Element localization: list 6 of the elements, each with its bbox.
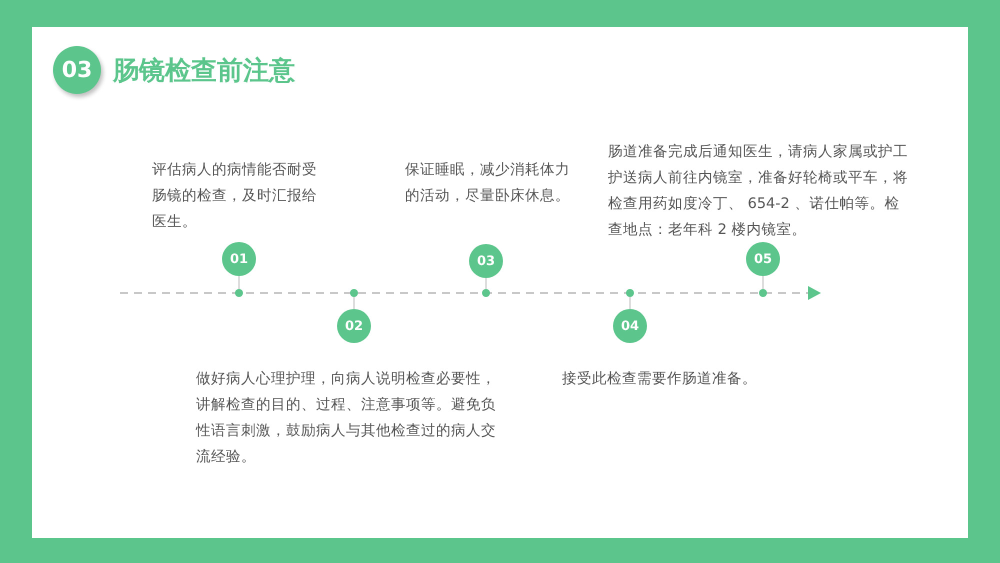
step-description: 肠道准备完成后通知医生，请病人家属或护工护送病人前往内镜室，准备好轮椅或平车，将检查用药如度冷丁、 654-2 、诺仕帕等。检查地点：老年科 2 楼内镜室。 <box>608 142 908 240</box>
step-description: 接受此检查需要作肠道准备。 <box>562 370 758 389</box>
step-description: 评估病人的病情能否耐受肠镜的检查，及时汇报给医生。 <box>152 161 318 232</box>
slide-title: 肠镜检查前注意 <box>113 55 295 88</box>
step-description: 做好病人心理护理，向病人说明检查必要性，讲解检查的目的、过程、注意事项等。避免负性语言刺激，鼓励病人与其他检查过的病人交流经验。 <box>196 370 497 467</box>
step-description: 保证睡眠，减少消耗体力的活动，尽量卧床休息。 <box>405 161 571 206</box>
